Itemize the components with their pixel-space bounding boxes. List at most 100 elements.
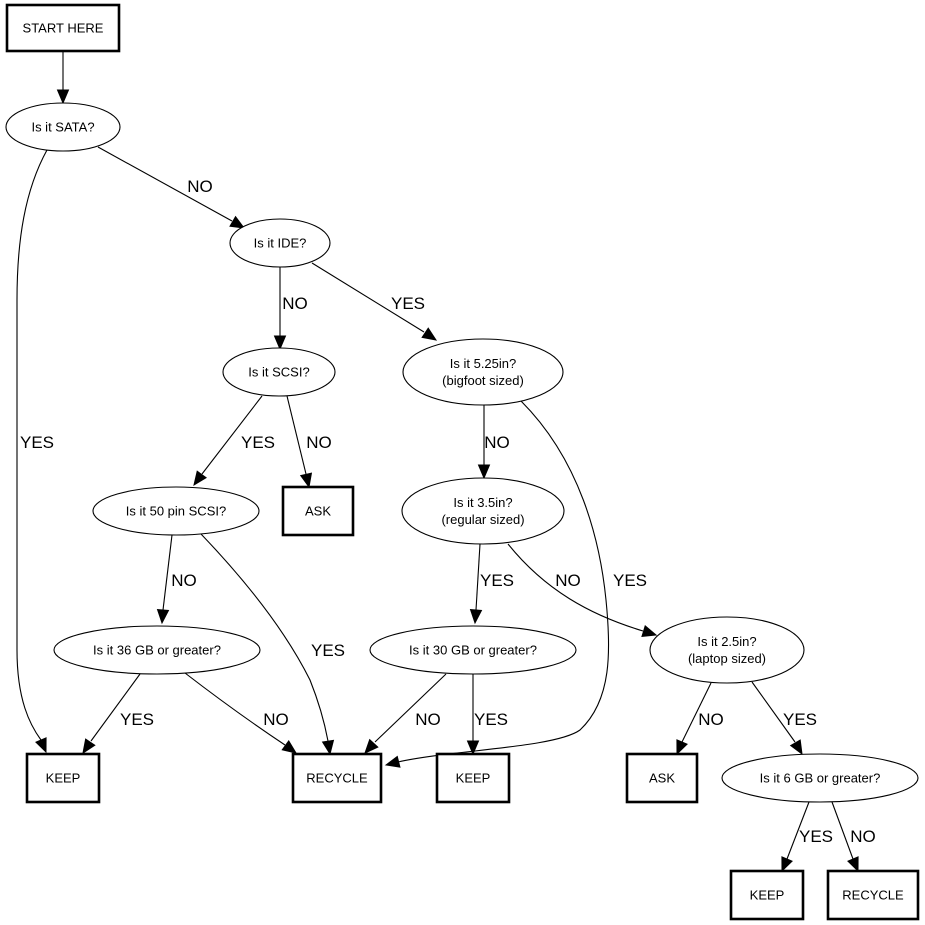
edge-label: YES [20, 433, 54, 452]
terminal-node-recycle1: RECYCLE [291, 752, 383, 804]
node-box [5, 3, 121, 53]
decision-node-sata: Is it SATA? [5, 102, 121, 152]
arrowhead-icon [477, 464, 491, 480]
node-label: Is it 6 GB or greater? [760, 771, 881, 786]
node-label: START HERE [23, 21, 104, 36]
arrowhead-icon [676, 739, 688, 756]
node-ellipse [649, 616, 805, 684]
edge-sata-keep1: YES [16, 149, 54, 754]
edge-line [681, 682, 712, 743]
node-label: Is it 50 pin SCSI? [126, 504, 226, 519]
arrowhead-icon [421, 327, 438, 341]
node-ellipse [5, 102, 121, 152]
node-box [291, 752, 383, 804]
edge-label: YES [480, 571, 514, 590]
node-label: KEEP [456, 771, 491, 786]
node-box [25, 752, 101, 804]
edge-gb30-keep2: YES [466, 674, 508, 756]
edge-label: NO [484, 433, 510, 452]
node-ellipse [222, 347, 336, 397]
arrowhead-icon [469, 609, 483, 625]
arrowhead-icon [82, 738, 96, 755]
edge-label: YES [799, 827, 833, 846]
edge-line [162, 534, 173, 611]
decision-node-gb6: Is it 6 GB or greater? [721, 753, 919, 803]
edge-label: YES [783, 710, 817, 729]
arrowhead-icon [229, 215, 246, 229]
edge-gb6-keep3: YES [781, 801, 833, 873]
edge-label: YES [120, 710, 154, 729]
edge-s25-gb6: YES [751, 681, 817, 756]
edge-line [397, 400, 610, 763]
edge-scsi-ask1: NO [286, 395, 332, 489]
edge-line [751, 681, 796, 743]
edge-s525-s35: NO [477, 405, 510, 480]
edge-line [200, 533, 329, 742]
node-box [826, 869, 920, 921]
node-label: Is it 3.5in? [453, 495, 512, 510]
decision-node-ide: Is it IDE? [229, 218, 331, 268]
node-label: (laptop sized) [688, 651, 766, 666]
arrowhead-icon [466, 740, 480, 756]
arrowhead-icon [789, 739, 803, 756]
edge-label: NO [850, 827, 876, 846]
edge-line [90, 673, 141, 742]
decision-node-gb36: Is it 36 GB or greater? [53, 625, 261, 675]
edge-label: NO [698, 710, 724, 729]
edge-label: NO [415, 710, 441, 729]
edge-label: YES [311, 641, 345, 660]
arrowhead-icon [56, 89, 70, 105]
node-box [281, 485, 355, 537]
arrowhead-icon [193, 470, 207, 487]
edge-label: YES [474, 710, 508, 729]
edge-s35-gb30: YES [469, 543, 514, 625]
arrowhead-icon [641, 625, 658, 638]
edge-ide-s525: YES [311, 262, 438, 341]
terminal-node-keep1: KEEP [25, 752, 101, 804]
arrowhead-icon [781, 856, 793, 873]
arrowhead-icon [299, 472, 313, 489]
node-label: RECYCLE [842, 888, 904, 903]
edge-label: YES [613, 571, 647, 590]
node-label: ASK [649, 771, 675, 786]
edge-pin50-gb36: NO [156, 534, 197, 625]
arrowhead-icon [847, 856, 859, 873]
edge-line [507, 543, 644, 632]
node-ellipse [369, 625, 577, 675]
edge-label: YES [391, 294, 425, 313]
edge-line [831, 801, 854, 860]
edge-gb6-recycle2: NO [831, 801, 876, 873]
node-label: RECYCLE [306, 771, 368, 786]
terminal-node-keep2: KEEP [435, 752, 511, 804]
node-label: (regular sized) [441, 512, 524, 527]
edge-label: NO [282, 294, 308, 313]
node-label: KEEP [750, 888, 785, 903]
node-ellipse [401, 477, 565, 545]
edge-gb36-keep1: YES [82, 673, 154, 755]
node-label: Is it 36 GB or greater? [93, 643, 221, 658]
edge-sata-ide: NO [97, 146, 246, 229]
arrowhead-icon [321, 739, 335, 756]
edge-ide-scsi: NO [273, 267, 308, 351]
edge-line [374, 673, 447, 743]
node-label: Is it 30 GB or greater? [409, 643, 537, 658]
decision-node-s35: Is it 3.5in? (regular sized) [401, 477, 565, 545]
node-box [625, 752, 699, 804]
terminal-node-recycle2: RECYCLE [826, 869, 920, 921]
edge-label: NO [171, 571, 197, 590]
edge-line [16, 149, 48, 741]
decision-node-pin50: Is it 50 pin SCSI? [92, 486, 260, 536]
node-ellipse [53, 625, 261, 675]
arrowhead-icon [35, 737, 47, 754]
edge-s25-ask2: NO [676, 682, 724, 756]
edge-line [286, 395, 307, 475]
edge-start-sata [56, 51, 70, 105]
edge-scsi-pin50: YES [193, 395, 275, 487]
edge-s35-s25: NO [507, 543, 658, 638]
node-ellipse [721, 753, 919, 803]
edge-gb36-recycle1: NO [184, 672, 298, 754]
node-label: Is it IDE? [254, 236, 307, 251]
